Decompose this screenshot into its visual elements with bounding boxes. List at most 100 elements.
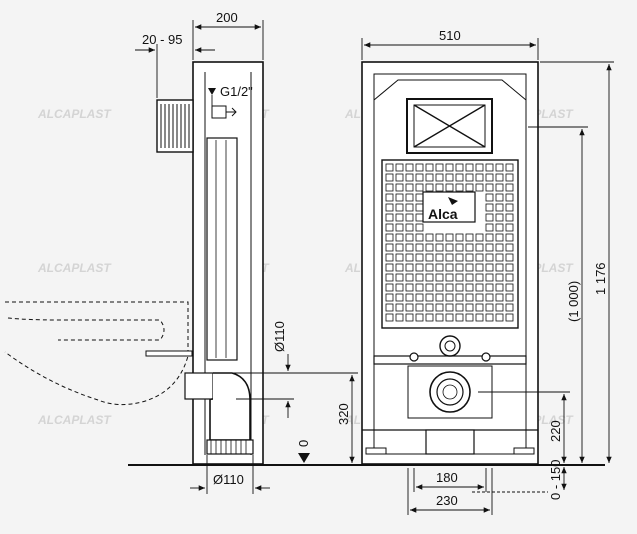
dim-inner-height: (1 000) (566, 281, 581, 322)
grid-cell (395, 313, 404, 322)
grid-cell (415, 183, 424, 192)
grid-cell (475, 243, 484, 252)
grid-cell (445, 303, 454, 312)
grid-cell (395, 163, 404, 172)
grid-cell (455, 283, 464, 292)
grid-cell (445, 183, 454, 192)
grid-cell (485, 303, 494, 312)
grid-cell (385, 293, 394, 302)
grid-cell (395, 193, 404, 202)
grid-cell (505, 213, 514, 222)
grid-cell (405, 223, 414, 232)
grid-cell (455, 263, 464, 272)
grid-cell (435, 303, 444, 312)
grid-cell (505, 183, 514, 192)
grid-cell (445, 253, 454, 262)
watermark: ALCAPLAST (37, 107, 112, 121)
grid-cell (385, 163, 394, 172)
grid-cell (455, 173, 464, 182)
grid-cell (465, 163, 474, 172)
grid-cell (465, 253, 474, 262)
dim-zero: 0 (296, 440, 311, 447)
grid-cell (385, 213, 394, 222)
grid-cell (405, 193, 414, 202)
grid-cell (455, 303, 464, 312)
support-bar (145, 350, 193, 357)
dim-fix-spacing: 180 (436, 470, 458, 485)
grid-cell (505, 253, 514, 262)
grid-cell (505, 273, 514, 282)
grid-cell (485, 253, 494, 262)
grid-cell (415, 223, 424, 232)
grid-cell (475, 293, 484, 302)
grid-cell (475, 303, 484, 312)
grid-cell (395, 283, 404, 292)
brand-logo-box (422, 191, 476, 223)
grid-cell (445, 313, 454, 322)
grid-cell (445, 233, 454, 242)
grid-cell (415, 253, 424, 262)
grid-cell (415, 313, 424, 322)
grid-cell (475, 173, 484, 182)
grid-cell (485, 293, 494, 302)
grid-cell (405, 203, 414, 212)
grid-cell (465, 243, 474, 252)
grid-cell (435, 183, 444, 192)
grid-cell (405, 303, 414, 312)
grid-cell (495, 253, 504, 262)
dim-offset: 20 - 95 (142, 32, 182, 47)
grid-cell (385, 183, 394, 192)
grid-cell (405, 253, 414, 262)
grid-cell (435, 273, 444, 282)
dim-bottom-width: 230 (436, 493, 458, 508)
grid-cell (395, 263, 404, 272)
grid-cell (415, 283, 424, 292)
grid-cell (435, 283, 444, 292)
grid-cell (475, 163, 484, 172)
dim-pipe-vertical: Ø110 (272, 321, 287, 352)
grid-cell (505, 263, 514, 272)
grid-cell (395, 273, 404, 282)
grid-cell (495, 293, 504, 302)
grid-cell (395, 223, 404, 232)
grid-cell (395, 213, 404, 222)
side-view (4, 61, 264, 465)
grid-cell (395, 243, 404, 252)
grid-cell (405, 273, 414, 282)
grid-cell (505, 173, 514, 182)
grid-cell (385, 263, 394, 272)
grid-cell (505, 203, 514, 212)
front-view: Alca (361, 61, 539, 465)
watermark: ALCAPLAST (37, 261, 112, 275)
grid-cell (405, 313, 414, 322)
grid-cell (495, 223, 504, 232)
grid-cell (495, 193, 504, 202)
grid-cell (445, 263, 454, 272)
grid-cell (425, 173, 434, 182)
grid-cell (475, 233, 484, 242)
grid-cell (405, 263, 414, 272)
grid-cell (485, 223, 494, 232)
grid-cell (485, 173, 494, 182)
grid-cell (505, 313, 514, 322)
grid-cell (445, 283, 454, 292)
grid-cell (395, 203, 404, 212)
dimension-labels: 200 20 - 95 510 G1/2" Ø110 180 230 Ø110 … (142, 10, 608, 508)
grid-cell (495, 213, 504, 222)
grid-cell (405, 233, 414, 242)
grid-cell (435, 243, 444, 252)
grid-cell (495, 273, 504, 282)
grid-cell (485, 263, 494, 272)
grid-cell (485, 243, 494, 252)
grid-cell (455, 313, 464, 322)
dim-inlet-height: 320 (336, 403, 351, 425)
grid-cell (415, 213, 424, 222)
grid-cell (495, 173, 504, 182)
grid-cell (425, 303, 434, 312)
grid-cell (455, 273, 464, 282)
grid-cell (435, 163, 444, 172)
grid-cell (475, 183, 484, 192)
watermark: ALCAPLAST (37, 413, 112, 427)
grid-cell (505, 243, 514, 252)
